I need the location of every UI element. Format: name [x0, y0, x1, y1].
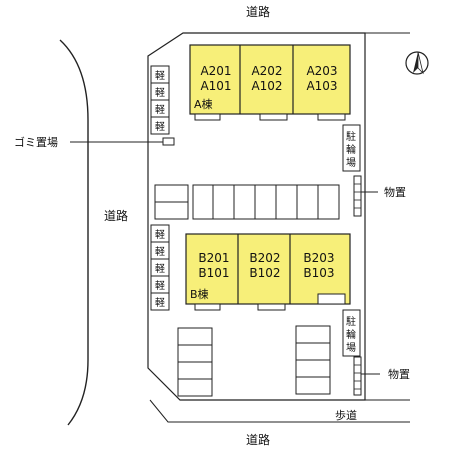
storage-label-lower: 物置 [388, 367, 410, 381]
bike-label-5: 輪 [346, 328, 356, 341]
bike-label-4: 駐 [346, 315, 356, 328]
unit-a202: A202 [251, 64, 282, 78]
parking-lower-left [177, 327, 213, 397]
bike-parking-upper [342, 124, 361, 172]
parking-lower-right [295, 325, 331, 395]
building-a [189, 44, 351, 121]
light-vehicle-label: 軽 [155, 87, 165, 99]
road-label-left: 道路 [104, 208, 128, 223]
parking-middle-left [154, 184, 189, 220]
parking-middle-row [192, 184, 340, 220]
light-vehicle-label: 軽 [155, 280, 165, 292]
unit-b202: B202 [249, 251, 280, 265]
light-vehicle-label: 軽 [155, 121, 165, 133]
bike-parking-label-char-2: 輪 [346, 143, 356, 156]
north-arrow-icon [405, 51, 429, 75]
unit-a101: A101 [200, 79, 231, 93]
building-b [185, 233, 351, 311]
unit-a203: A203 [306, 64, 337, 78]
sidewalk-edge [149, 399, 410, 423]
unit-b201: B201 [198, 251, 229, 265]
bike-label-2: 輪 [346, 143, 356, 156]
light-vehicle-label: 軽 [155, 297, 165, 309]
bike-parking-label-char-1: 駐 [346, 130, 356, 143]
storage-upper [353, 175, 378, 217]
garbage-area [162, 137, 175, 146]
bike-parking-lower [342, 309, 361, 357]
unit-b101: B101 [198, 266, 229, 280]
light-vehicle-label: 軽 [155, 229, 165, 241]
light-vehicle-parking-lower [150, 224, 170, 311]
bike-parking-label-char-3: 場 [346, 156, 356, 169]
road-label-top: 道路 [246, 4, 270, 19]
light-vehicle-label: 軽 [155, 263, 165, 275]
light-vehicle-label: 軽 [155, 104, 165, 116]
unit-b103: B103 [303, 266, 334, 280]
light-vehicle-label: 軽 [155, 246, 165, 258]
unit-a103: A103 [306, 79, 337, 93]
bike-label-3: 場 [346, 156, 356, 169]
unit-a201: A201 [200, 64, 231, 78]
storage-label-upper: 物置 [384, 185, 406, 199]
storage-lower [353, 356, 380, 396]
unit-b203: B203 [303, 251, 334, 265]
sidewalk-label: 歩道 [335, 408, 357, 422]
light-vehicle-parking-upper [150, 65, 170, 135]
left-road-edge [59, 39, 89, 426]
building-b-name: B棟 [190, 287, 209, 301]
road-label-bottom: 道路 [246, 432, 270, 447]
unit-a102: A102 [251, 79, 282, 93]
garbage-label: ゴミ置場 [14, 135, 58, 149]
building-a-name: A棟 [194, 97, 213, 111]
bike-label-6: 場 [346, 341, 356, 354]
bike-label-1: 駐 [346, 130, 356, 143]
unit-b102: B102 [249, 266, 280, 280]
light-vehicle-label: 軽 [155, 70, 165, 82]
